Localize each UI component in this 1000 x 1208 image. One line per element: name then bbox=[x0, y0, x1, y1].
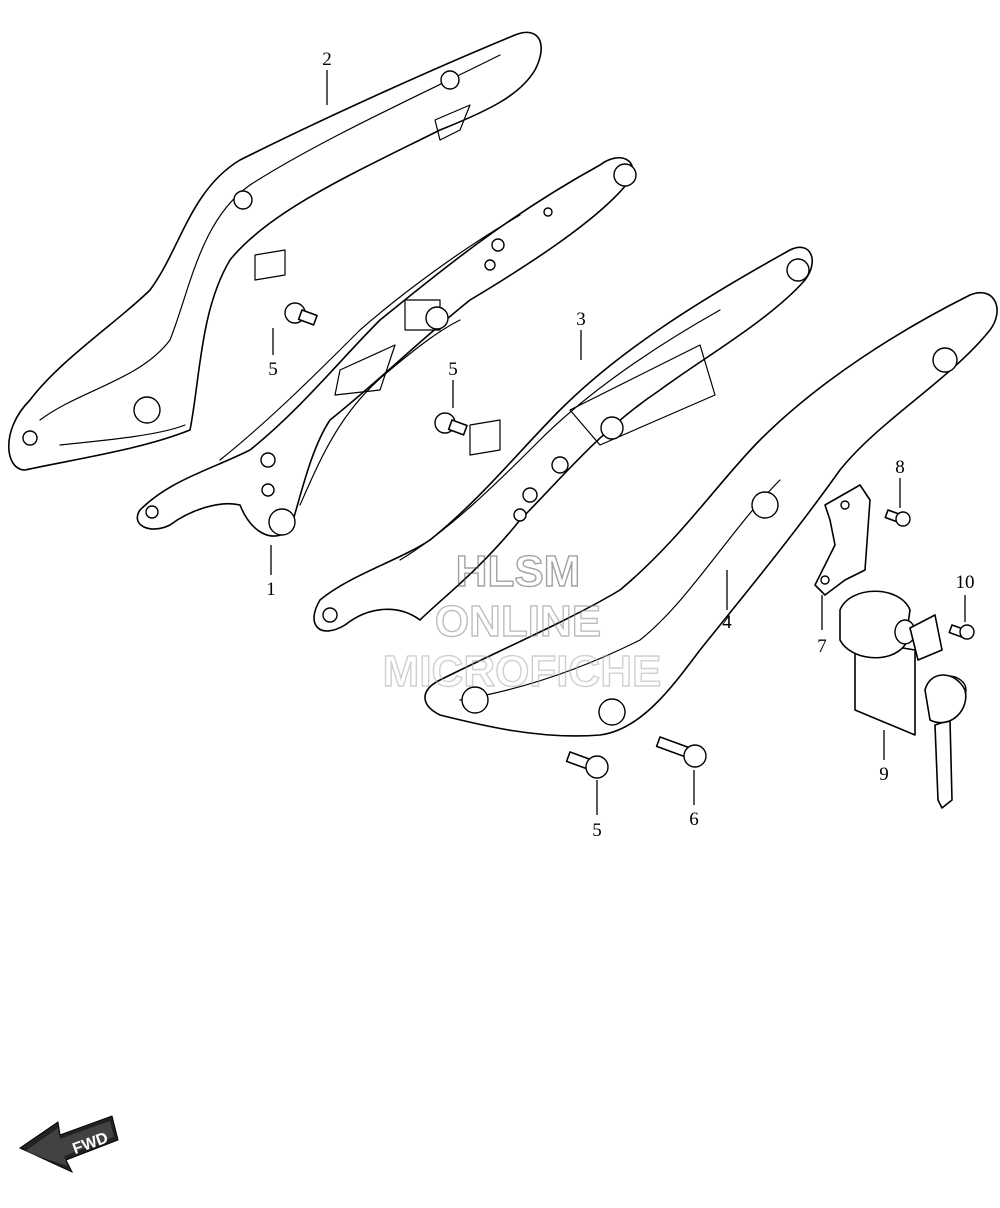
part-2-bracket-cover bbox=[8, 31, 542, 471]
screw-6 bbox=[655, 736, 707, 768]
callout-4: 4 bbox=[722, 612, 732, 633]
screw-5-upper-left bbox=[284, 302, 318, 326]
watermark-line-1: HLSM bbox=[456, 547, 581, 596]
screw-10 bbox=[948, 624, 975, 640]
leader-lines bbox=[270, 70, 966, 815]
screw-8 bbox=[884, 509, 911, 527]
screw-5-middle bbox=[434, 412, 468, 436]
callout-7: 7 bbox=[817, 636, 827, 657]
watermark-line-3: MICROFICHE bbox=[383, 647, 662, 696]
watermark-line-2: ONLINE bbox=[435, 597, 601, 646]
part-3-right-bracket bbox=[313, 246, 814, 632]
screw-5-lower bbox=[565, 751, 609, 779]
callout-9: 9 bbox=[879, 764, 889, 785]
part-9-helmet-lock bbox=[839, 590, 967, 809]
forward-arrow-icon: FWD bbox=[18, 1115, 119, 1174]
callout-5-middle: 5 bbox=[448, 359, 458, 380]
part-4-right-cover bbox=[424, 292, 998, 737]
callout-10: 10 bbox=[956, 572, 975, 593]
part-1-left-bracket bbox=[136, 156, 637, 537]
callout-2: 2 bbox=[322, 49, 332, 70]
part-7-lock-bracket bbox=[814, 484, 871, 596]
watermark: HLSM ONLINE MICROFICHE bbox=[382, 546, 662, 696]
callout-8: 8 bbox=[895, 457, 905, 478]
callout-6: 6 bbox=[689, 809, 699, 830]
callout-5-lower: 5 bbox=[592, 820, 602, 841]
callout-1: 1 bbox=[266, 579, 276, 600]
callout-5-upper-left: 5 bbox=[268, 359, 278, 380]
callout-3: 3 bbox=[576, 309, 586, 330]
